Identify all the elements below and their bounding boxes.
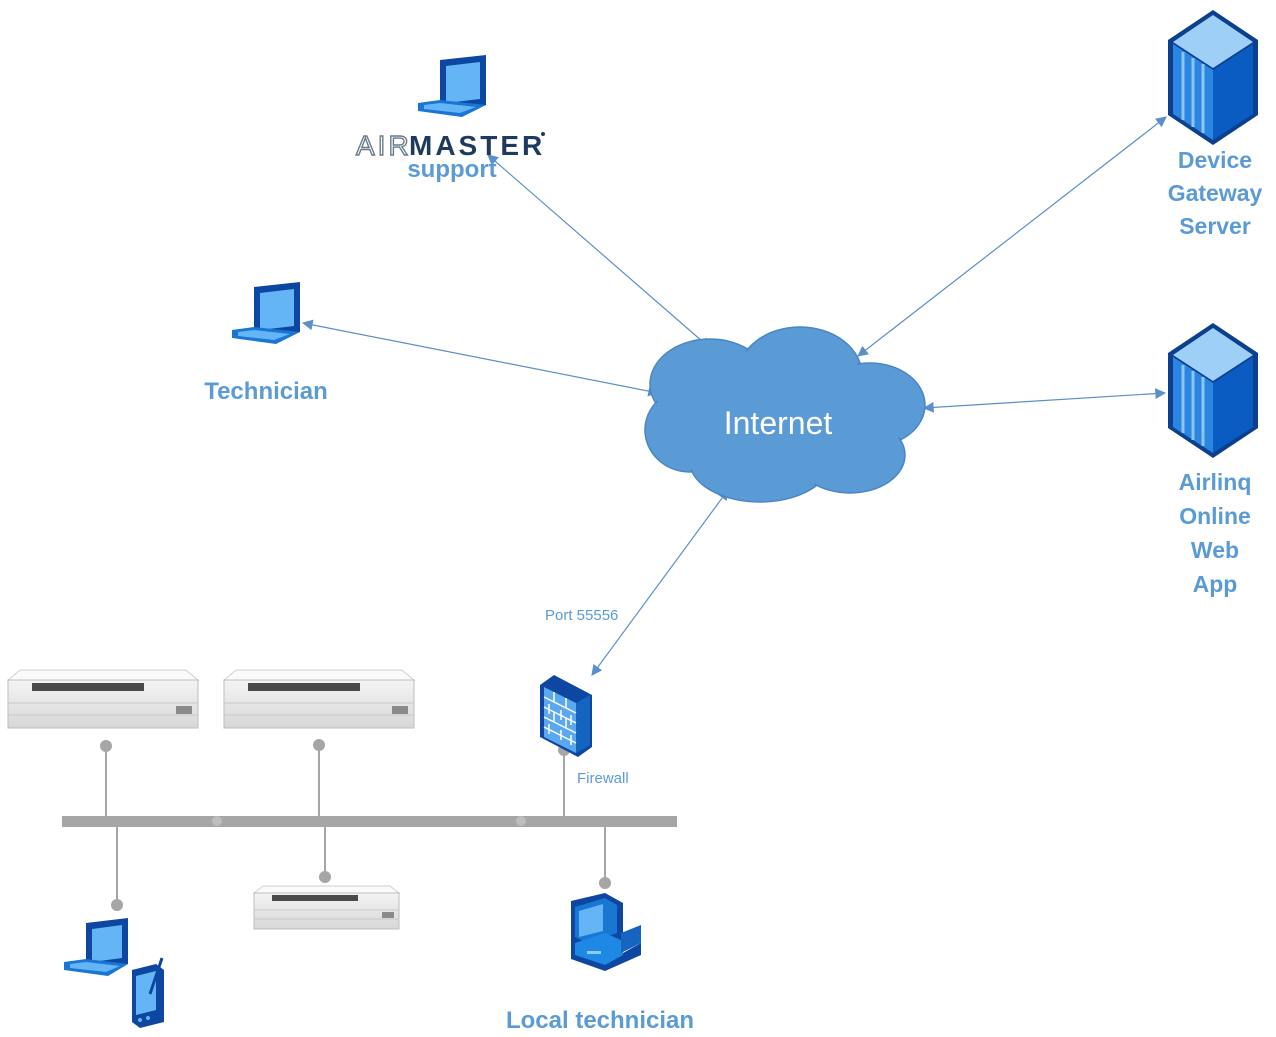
- airmaster-logo-air: AIR: [356, 130, 412, 161]
- ac-unit-1-icon: [6, 669, 200, 729]
- local-technician-label: Local technician: [505, 1007, 695, 1034]
- technician-laptop-icon: [232, 282, 300, 344]
- ac-unit-2-icon: [222, 669, 416, 729]
- link-support-internet: [487, 154, 711, 349]
- airlinq-line-4: App: [1192, 571, 1238, 597]
- airmaster-logo: AIR MASTER: [355, 129, 545, 162]
- link-technician-internet: [301, 319, 660, 397]
- technician-label: Technician: [204, 378, 328, 405]
- local-laptop-pda-icon: [64, 918, 164, 1028]
- device-gateway-line-3: Server: [1179, 213, 1251, 239]
- support-label: support: [407, 156, 497, 183]
- device-gateway-server-icon: [1168, 10, 1258, 145]
- local-network-bus: [62, 739, 677, 911]
- internet-label: Internet: [724, 405, 833, 441]
- connections: [301, 116, 1167, 676]
- airlinq-line-1: Airlinq: [1178, 469, 1252, 495]
- firewall-label: Firewall: [577, 770, 629, 787]
- airlinq-line-2: Online: [1179, 503, 1251, 529]
- port-label: Port 55556: [545, 607, 619, 624]
- device-gateway-line-1: Device: [1177, 147, 1253, 173]
- link-firewall-internet: [591, 489, 729, 676]
- device-gateway-line-2: Gateway: [1167, 180, 1263, 206]
- airlinq-online-server-icon: [1168, 323, 1258, 458]
- link-gateway-internet: [857, 116, 1167, 357]
- support-laptop-icon: [418, 55, 486, 117]
- internet-cloud-icon: Internet: [644, 326, 926, 503]
- firewall-icon: [540, 675, 592, 757]
- airmaster-logo-master: MASTER: [409, 130, 545, 161]
- link-airlinq-internet: [922, 388, 1167, 413]
- local-technician-workstation-icon: [571, 893, 641, 971]
- device-gateway-label: Device Gateway Server: [1150, 144, 1276, 243]
- ac-unit-3-icon: [252, 885, 401, 930]
- airlinq-line-3: Web: [1190, 537, 1240, 563]
- airlinq-online-label: Airlinq Online Web App: [1150, 465, 1276, 601]
